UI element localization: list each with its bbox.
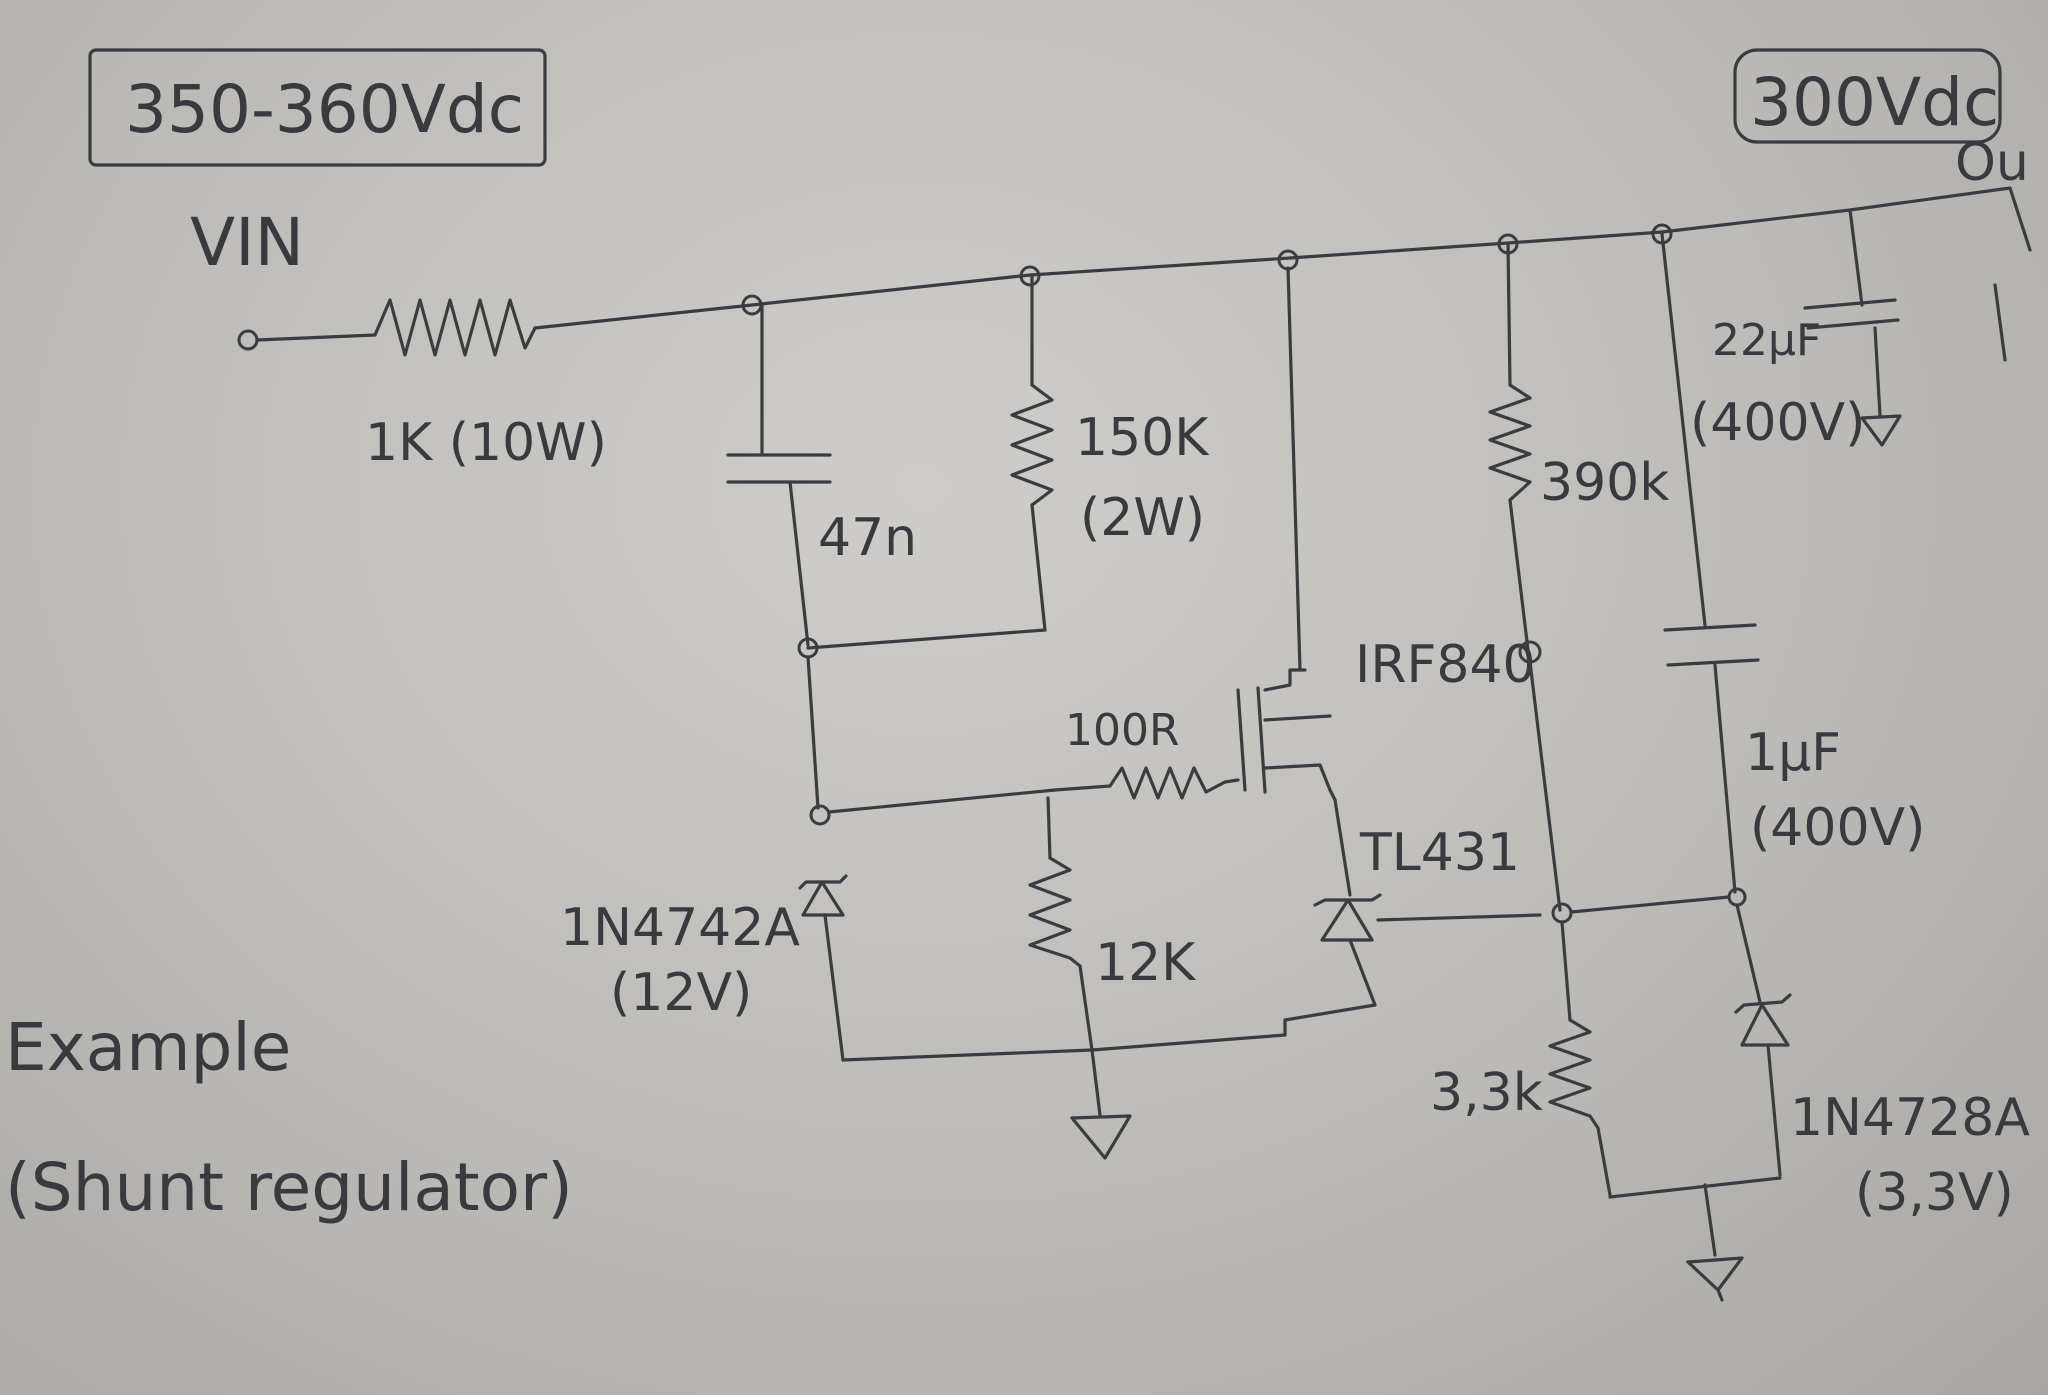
ground-right-tail — [1716, 1288, 1724, 1302]
capacitor-47n-label: 47n — [818, 508, 917, 568]
resistor-100r-symbol — [1108, 766, 1227, 800]
vin-range-box — [88, 48, 547, 167]
resistor-3k3-label: 3,3k — [1430, 1063, 1543, 1123]
node-divider-mid — [1551, 902, 1573, 924]
wire-tl431-bottom — [1348, 938, 1377, 1007]
wire-390k-bottom — [1508, 498, 1530, 652]
tl431-symbol — [1320, 898, 1374, 942]
wire-ground-right — [1703, 1183, 1717, 1257]
resistor-150k-power-label: (2W) — [1080, 488, 1205, 548]
mosfet-body-lead — [1263, 714, 1332, 722]
resistor-390k-label: 390k — [1540, 453, 1669, 513]
capacitor-1uf-plate-bottom — [1666, 658, 1760, 667]
wire-22uf-bottom — [1873, 326, 1882, 417]
wire-source-to-tl431 — [1333, 798, 1352, 897]
mosfet-label: IRF840 — [1355, 635, 1536, 695]
capacitor-22uf-label: 22µF — [1712, 315, 1821, 366]
ground-22uf-symbol — [1860, 414, 1902, 447]
wire-12k-bottom — [1078, 964, 1094, 1052]
note-subtitle: (Shunt regulator) — [5, 1149, 573, 1226]
vin-label: VIN — [190, 204, 304, 281]
wire-c47n-bottom — [788, 480, 810, 647]
resistor-12k-symbol — [1028, 856, 1082, 968]
wire-bottom-return-right — [1608, 1176, 1782, 1199]
out-label: Ou — [1955, 133, 2029, 193]
wire-zener2-bottom — [1766, 1043, 1782, 1177]
wire-output-edge — [2008, 186, 2032, 252]
node-rail-2 — [1019, 265, 1041, 287]
wire-drain-to-rail — [1286, 266, 1302, 672]
resistor-100r-label: 100R — [1065, 705, 1180, 756]
capacitor-22uf-plate-bottom — [1806, 318, 1900, 330]
wire-top-rail — [533, 186, 2012, 330]
wire-12k-top — [1046, 796, 1052, 860]
wire-150k-bottom — [1030, 503, 1047, 632]
wire-22uf-top — [1848, 208, 1864, 307]
capacitor-1uf-label: 1µF — [1745, 723, 1841, 783]
note-title: Example — [5, 1009, 291, 1086]
zener-1n4742a-voltage: (12V) — [610, 963, 752, 1023]
vin-terminal — [237, 329, 259, 351]
tl431-bar — [1313, 893, 1382, 907]
node-junction-2 — [809, 804, 831, 826]
node-1uf-bottom — [1727, 887, 1747, 907]
edge-mark-1 — [1993, 283, 2007, 362]
wire-ground-left — [1090, 1048, 1102, 1117]
zener-1n4728a-bar — [1734, 993, 1792, 1014]
mosfet-gate-bar — [1236, 688, 1247, 792]
resistor-12k-label: 12K — [1095, 933, 1197, 993]
resistor-1k-label: 1K (10W) — [365, 413, 607, 473]
wire-junction-down — [806, 655, 820, 810]
wire-1uf-top — [1660, 232, 1707, 627]
capacitor-22uf-voltage: (400V) — [1690, 393, 1865, 453]
resistor-1k-symbol — [373, 298, 537, 357]
zener-1n4728a-symbol — [1740, 1003, 1790, 1047]
wire-bottom-return-left — [841, 1003, 1377, 1062]
tl431-label: TL431 — [1359, 823, 1520, 883]
wire-3k3-bottom — [1596, 1126, 1612, 1197]
zener-1n4742a-symbol — [801, 880, 845, 917]
resistor-150k-label: 150K — [1075, 408, 1210, 468]
wire-390k-top — [1506, 242, 1512, 387]
wire-1uf-bottom — [1713, 663, 1737, 894]
wire-zener1-bottom — [823, 913, 845, 1062]
vout-label: 300Vdc — [1750, 64, 1999, 141]
wire-divider-mid — [1528, 660, 1562, 912]
mosfet-drain-lead — [1263, 668, 1307, 692]
resistor-3k3-symbol — [1548, 1018, 1600, 1130]
wire-ref-to-1uf — [1569, 895, 1731, 914]
zener-1n4742a-label: 1N4742A — [560, 898, 800, 958]
wire-gate-horizontal — [827, 788, 1057, 814]
capacitor-1uf-plate-top — [1663, 623, 1757, 632]
ground-left-symbol — [1070, 1114, 1132, 1160]
wire-gate-to-mosfet — [1223, 778, 1240, 784]
resistor-150k-symbol — [1010, 383, 1054, 507]
mosfet-source-lead — [1263, 763, 1337, 802]
capacitor-1uf-voltage: (400V) — [1750, 798, 1925, 858]
wire-3k3-top — [1560, 920, 1572, 1022]
vin-range-label: 350-360Vdc — [125, 71, 524, 148]
vout-box — [1733, 48, 2002, 144]
wire-zener2-top — [1735, 903, 1762, 1004]
wire-vin-lead — [255, 333, 377, 342]
zener-1n4742a-bar — [798, 874, 848, 890]
resistor-390k-symbol — [1488, 383, 1532, 502]
wire-tl431-ref — [1376, 913, 1542, 922]
zener-1n4728a-label: 1N4728A — [1790, 1088, 2030, 1148]
wire-gate-lead — [1053, 784, 1112, 792]
mosfet-channel-bar — [1256, 686, 1267, 794]
wire-junction-horizontal — [806, 628, 1047, 650]
zener-1n4728a-voltage: (3,3V) — [1855, 1163, 2014, 1223]
ground-right-symbol — [1686, 1256, 1744, 1292]
capacitor-22uf-plate-top — [1803, 298, 1897, 310]
